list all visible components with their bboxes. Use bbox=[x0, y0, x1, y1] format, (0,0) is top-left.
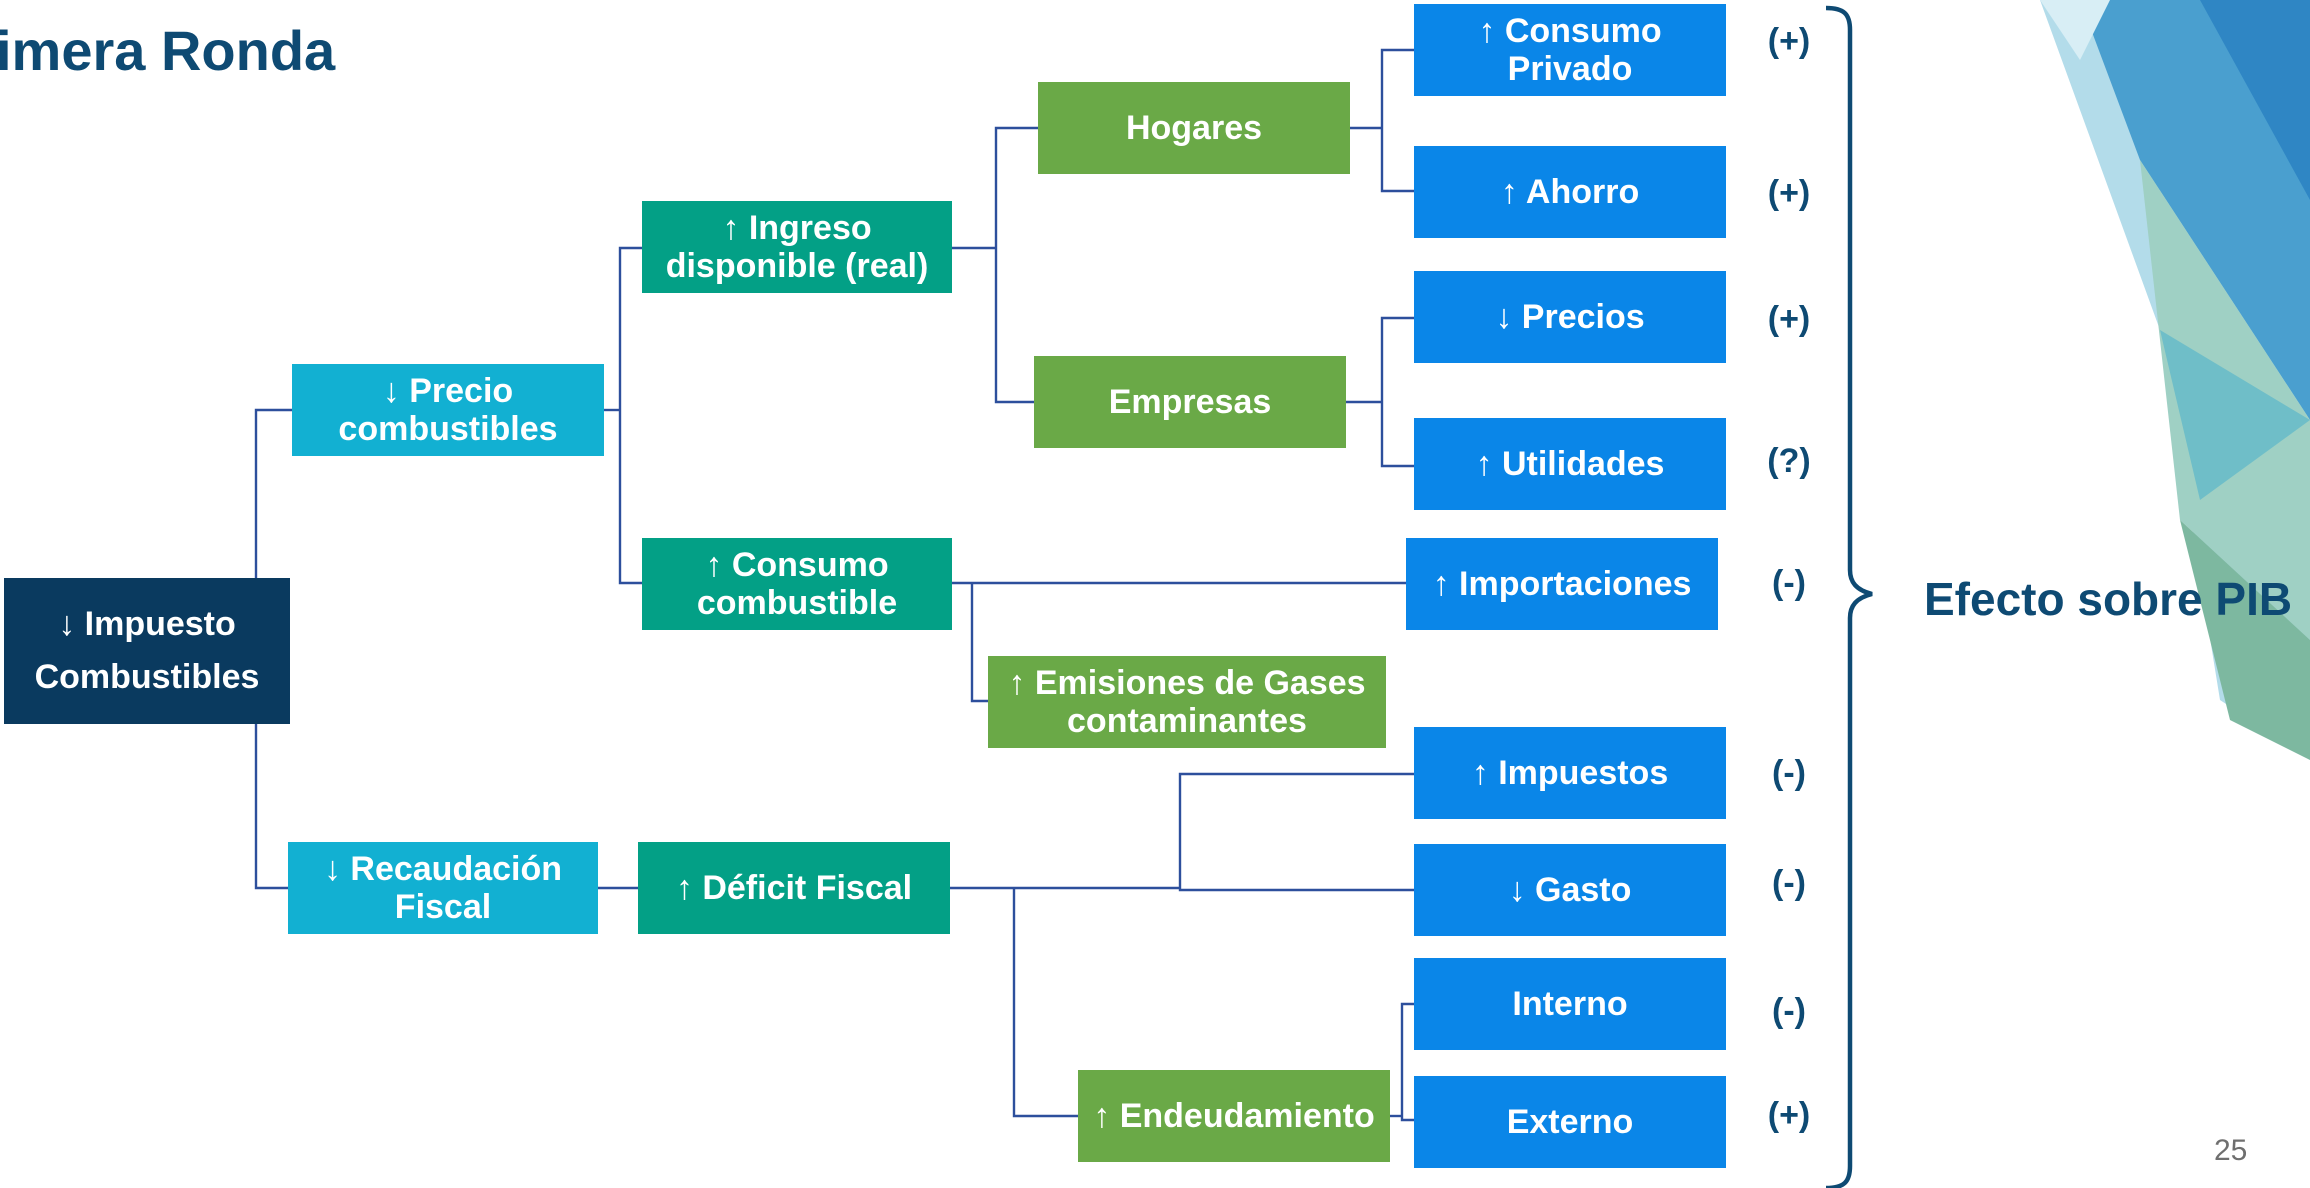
node-recaudacion-fiscal: ↓ Recaudación Fiscal bbox=[288, 842, 598, 934]
node-precios: ↓ Precios bbox=[1414, 271, 1726, 363]
sign-precios: (+) bbox=[1767, 300, 1811, 338]
node-ingreso-disponible: ↑ Ingreso disponible (real) bbox=[642, 201, 952, 293]
effect-label: Efecto sobre PIB bbox=[1924, 573, 2293, 625]
node-hogares: Hogares bbox=[1038, 82, 1350, 174]
page-title: imera Ronda bbox=[0, 19, 336, 82]
sign-gasto: (-) bbox=[1772, 864, 1806, 902]
sign-ahorro: (+) bbox=[1767, 174, 1811, 212]
sign-interno: (-) bbox=[1772, 992, 1806, 1030]
node-emisiones-gases: ↑ Emisiones de Gases contaminantes bbox=[988, 656, 1386, 748]
sign-consumo-privado: (+) bbox=[1767, 22, 1811, 60]
node-utilidades: ↑ Utilidades bbox=[1414, 418, 1726, 510]
sign-externo: (+) bbox=[1767, 1096, 1811, 1134]
node-consumo-privado: ↑ Consumo Privado bbox=[1414, 4, 1726, 96]
node-importaciones: ↑ Importaciones bbox=[1406, 538, 1718, 630]
node-empresas: Empresas bbox=[1034, 356, 1346, 448]
node-ahorro: ↑ Ahorro bbox=[1414, 146, 1726, 238]
node-endeudamiento: ↑ Endeudamiento bbox=[1078, 1070, 1390, 1162]
node-externo: Externo bbox=[1414, 1076, 1726, 1168]
sign-impuestos: (-) bbox=[1772, 754, 1806, 792]
node-interno: Interno bbox=[1414, 958, 1726, 1050]
sign-importaciones: (-) bbox=[1772, 564, 1806, 602]
node-impuesto-combustibles: ↓ Impuesto Combustibles bbox=[4, 578, 290, 724]
sign-utilidades: (?) bbox=[1767, 442, 1811, 480]
brace-icon bbox=[1825, 5, 1873, 1188]
node-precio-combustibles: ↓ Precio combustibles bbox=[292, 364, 604, 456]
page-number: 25 bbox=[2214, 1134, 2248, 1167]
node-consumo-combustible: ↑ Consumo combustible bbox=[642, 538, 952, 630]
node-deficit-fiscal: ↑ Déficit Fiscal bbox=[638, 842, 950, 934]
node-gasto: ↓ Gasto bbox=[1414, 844, 1726, 936]
node-impuestos: ↑ Impuestos bbox=[1414, 727, 1726, 819]
